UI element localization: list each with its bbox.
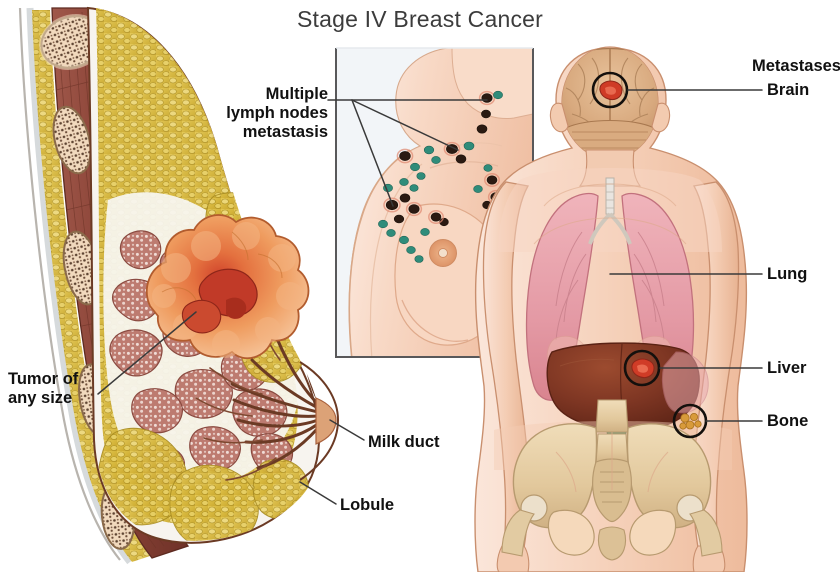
tumor-mass [145,214,310,360]
tumor-core [181,268,258,334]
label-brain: Brain [767,81,810,99]
leader-lobule [299,481,337,505]
label-metastases-header: Metastases [752,57,840,75]
breast-cross-section-art [18,6,340,565]
body-metastases-art [474,46,748,572]
label-milk-duct: Milk duct [368,433,440,451]
label-lobule: Lobule [340,496,395,514]
page-title: Stage IV Breast Cancer [296,6,544,32]
leader-milk-duct [329,419,365,441]
label-lung: Lung [767,265,808,283]
leader-lines [97,89,763,505]
head-and-brain [549,46,671,187]
liver-metastasis-marker [623,349,661,387]
milk-duct-branches [230,318,320,470]
liver [546,342,709,442]
brain-metastasis-marker [591,71,629,109]
pelvis [501,399,723,561]
leader-lymph-nodes [327,99,488,207]
label-bone: Bone [767,412,809,430]
leader-tumor [97,311,197,395]
label-lymph-nodes: Multiple lymph nodes metastasis [226,85,328,141]
label-liver: Liver [767,359,807,377]
nipple [299,361,340,481]
label-tumor: Tumor of any size [8,370,79,407]
